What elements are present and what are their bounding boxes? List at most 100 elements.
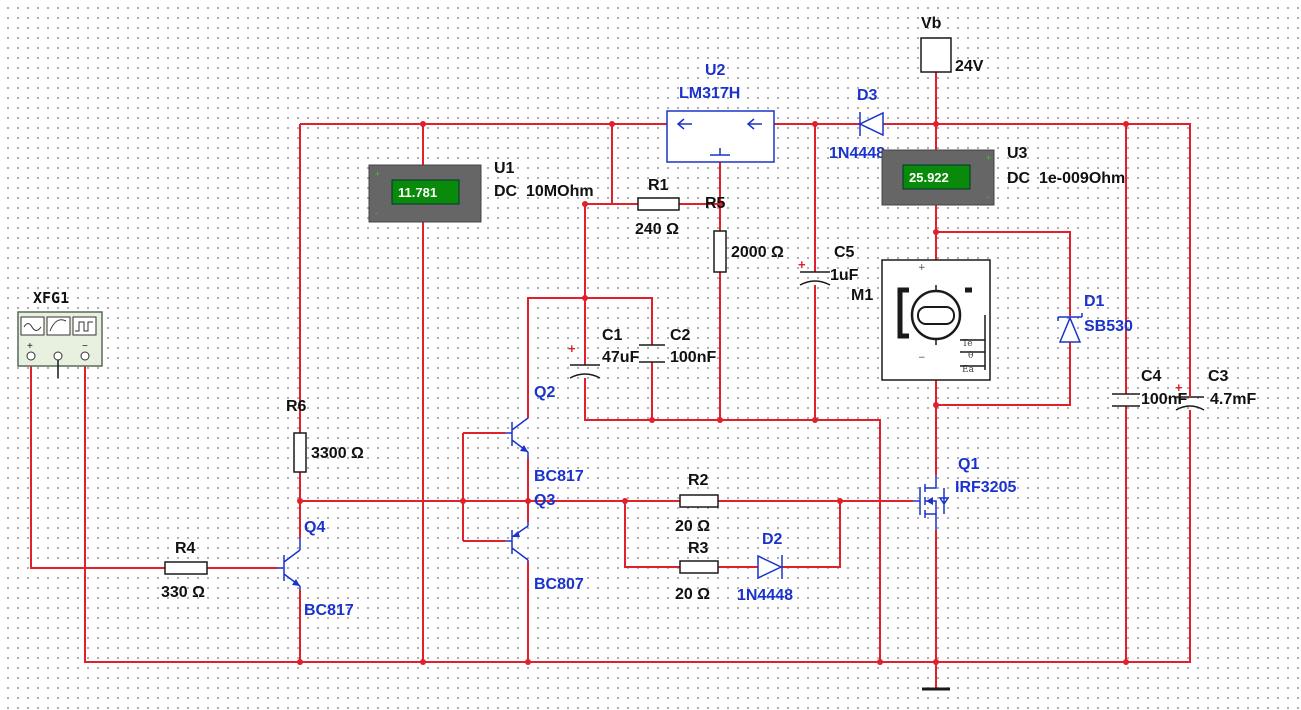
q1-arrow-icon [926, 497, 933, 505]
c2-name: C2 [670, 327, 691, 344]
r3-body [679, 560, 719, 574]
xfg1-triangle-button[interactable] [46, 316, 71, 336]
xfg1-sine-button[interactable] [20, 316, 45, 336]
c2-value: 100nF [670, 349, 716, 366]
d2-right-wire[interactable] [782, 501, 841, 568]
m1-minus-mark: − [918, 353, 926, 363]
totem-base-wire[interactable] [462, 432, 505, 542]
junction-dot [609, 121, 615, 127]
c2-top-wire[interactable] [585, 297, 653, 345]
c1-plate-curved [569, 373, 601, 379]
c1-capacitor[interactable]: + C1 47uF [568, 327, 640, 379]
r4-body [164, 561, 208, 575]
m1-motor[interactable]: + − Te θ Ea M1 [851, 259, 991, 381]
q1-mosfet[interactable]: Q1 IRF3205 [913, 456, 1016, 530]
d2-name: D2 [762, 531, 783, 548]
c4-value: 100nF [1141, 391, 1187, 408]
r2-resistor[interactable]: R2 20 Ω [675, 472, 719, 535]
xfg1-minus-terminal[interactable] [80, 351, 90, 361]
junction-dot [525, 659, 531, 665]
junction-dot [812, 121, 818, 127]
cap-return-wire[interactable] [584, 378, 881, 662]
q4-body [277, 549, 301, 587]
junction-dot [525, 498, 531, 504]
xfg1-function-generator[interactable]: XFG1 + − [17, 289, 103, 378]
r1-value: 240 Ω [635, 221, 679, 238]
q2-transistor[interactable]: Q2 BC817 [505, 384, 584, 485]
q2-body [505, 417, 529, 453]
u1-plus-mark: + [375, 169, 380, 179]
r3-name: R3 [688, 540, 709, 557]
junction-dot [933, 402, 939, 408]
c4-name: C4 [1141, 368, 1162, 385]
m1-pin-ea: Ea [962, 365, 975, 375]
d2-diode[interactable]: D2 1N4448 [737, 531, 793, 604]
xfg1-minus-label: − [82, 341, 88, 352]
junction-dot [933, 121, 939, 127]
d1-bottom-wire[interactable] [936, 342, 1071, 406]
r3-value: 20 Ω [675, 586, 710, 603]
q1-body-diode-icon [938, 488, 950, 514]
junction-dot [933, 229, 939, 235]
xfg1-plus-label: + [27, 341, 33, 352]
r6-resistor[interactable]: R6 3300 Ω [286, 398, 364, 473]
c1-value: 47uF [602, 349, 640, 366]
r4-value: 330 Ω [161, 584, 205, 601]
u2-regulator[interactable]: U2 LM317H [666, 62, 775, 163]
d3-diode[interactable]: D3 1N4448 [829, 87, 885, 162]
c5-capacitor[interactable]: + C5 1uF [798, 244, 859, 286]
junction-dot [582, 201, 588, 207]
q4-emitter-arrow-icon [292, 579, 300, 586]
d1-triangle [1058, 316, 1082, 343]
ground-rail[interactable] [84, 365, 1191, 663]
xfg1-plus-terminal[interactable] [26, 351, 36, 361]
r3-resistor[interactable]: R3 20 Ω [675, 540, 719, 603]
q2-collector-wire[interactable] [527, 297, 585, 418]
c4-capacitor[interactable]: C4 100nF [1112, 368, 1187, 408]
u2-in-arrow-icon [746, 118, 762, 130]
r2-name: R2 [688, 472, 709, 489]
r6-body [293, 432, 307, 473]
junction-dot [717, 201, 723, 207]
junction-dot [297, 498, 303, 504]
q4-name: Q4 [304, 519, 325, 536]
q4-transistor[interactable]: Q4 BC817 [277, 519, 354, 619]
junction-dot [649, 417, 655, 423]
d1-diode[interactable]: D1 SB530 [1057, 293, 1133, 343]
r5-resistor[interactable]: R5 2000 Ω [705, 195, 784, 273]
u3-name: U3 [1007, 145, 1028, 162]
c2-capacitor[interactable]: C2 100nF [639, 327, 716, 366]
junction-dot [1123, 121, 1129, 127]
vb-source[interactable]: Vb 24V [920, 15, 984, 75]
c3-value: 4.7mF [1210, 391, 1256, 408]
junction-dot [420, 659, 426, 665]
c3-name: C3 [1208, 368, 1229, 385]
d2-triangle [757, 554, 783, 580]
c3-capacitor[interactable]: + C3 4.7mF [1175, 368, 1256, 411]
u3-minus-mark: - [986, 192, 989, 202]
c5-plate-curved [799, 280, 831, 286]
d3-name: D3 [857, 87, 878, 104]
d1-top-wire[interactable] [936, 231, 1071, 316]
r2-value: 20 Ω [675, 518, 710, 535]
c3-plus-mark: + [1175, 380, 1183, 395]
u3-meter[interactable]: 25.922 + - U3 DC 1e-009Ohm [881, 145, 1125, 206]
u1-meter[interactable]: 11.781 + - U1 DC 10MOhm [368, 160, 594, 223]
m1-plus-mark: + [918, 263, 926, 273]
xfg1-common-terminal[interactable] [53, 351, 63, 361]
q3-transistor[interactable]: Q3 BC807 [505, 492, 584, 593]
u1-display [391, 179, 460, 205]
r1-resistor[interactable]: R1 240 Ω [635, 177, 680, 238]
junction-dot [837, 498, 843, 504]
top-rail-right[interactable] [883, 123, 1191, 376]
q4-part: BC817 [304, 602, 354, 619]
wires [30, 72, 1191, 688]
r3-left-wire[interactable] [624, 501, 680, 568]
triangle-wave-icon [49, 319, 67, 332]
r4-resistor[interactable]: R4 330 Ω [161, 540, 208, 601]
d2-part: 1N4448 [737, 587, 793, 604]
fg-output-wire[interactable] [30, 360, 165, 569]
q3-name: Q3 [534, 492, 555, 509]
u2-adj-pin-icon [710, 148, 730, 156]
